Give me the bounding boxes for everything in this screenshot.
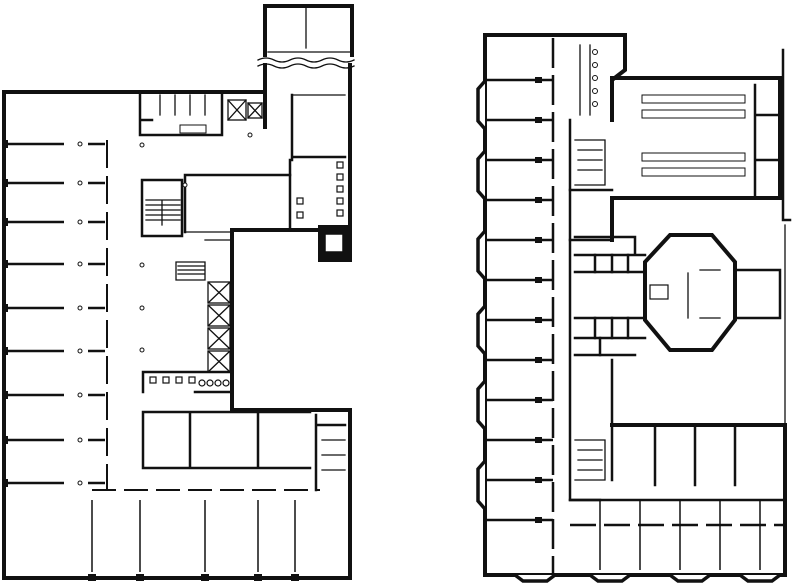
column-marker: [77, 480, 83, 486]
pier: [535, 117, 542, 123]
elevator-bank: [207, 281, 231, 373]
bay-window: [476, 149, 487, 201]
column-marker: [77, 261, 83, 267]
pier: [535, 517, 542, 523]
pier: [136, 574, 144, 581]
bay-window: [476, 304, 487, 356]
bay-window: [588, 573, 632, 583]
column-marker: [247, 132, 253, 138]
bay-window: [476, 459, 487, 511]
column-marker: [77, 392, 83, 398]
column-marker: [77, 348, 83, 354]
pier: [535, 237, 542, 243]
column-marker: [77, 305, 83, 311]
pier: [535, 437, 542, 443]
pier: [535, 77, 542, 83]
pier: [2, 479, 8, 487]
pier: [535, 157, 542, 163]
pier: [535, 277, 542, 283]
column-marker: [139, 347, 145, 353]
pier: [201, 574, 209, 581]
pier: [535, 197, 542, 203]
bay-window: [476, 379, 487, 431]
pier: [2, 304, 8, 312]
pier: [2, 260, 8, 268]
pier: [2, 140, 8, 148]
pier: [2, 179, 8, 187]
pier: [2, 436, 8, 444]
octagonal-hall: [573, 233, 782, 357]
bay-window: [738, 573, 782, 583]
column-marker: [182, 182, 188, 188]
pier: [535, 397, 542, 403]
bay-window: [513, 573, 557, 583]
bay-window: [476, 79, 487, 131]
column-marker: [77, 180, 83, 186]
pier: [535, 357, 542, 363]
bottom-office-block: [568, 423, 787, 502]
pier: [535, 317, 542, 323]
pier: [2, 218, 8, 226]
right-floor-plan: [476, 33, 792, 583]
left-plan-core: [140, 173, 347, 492]
left-plan-outer-walls: [2, 4, 355, 580]
pier: [2, 391, 8, 399]
column-marker: [139, 262, 145, 268]
pier: [254, 574, 262, 581]
column-marker: [77, 437, 83, 443]
right-plan-bay-windows: [476, 79, 782, 583]
pier: [2, 347, 8, 355]
pier: [291, 574, 299, 581]
right-plan-room-partitions: [487, 38, 785, 575]
column-marker: [139, 142, 145, 148]
bay-window: [476, 229, 487, 281]
left-plan-top-rooms: [138, 90, 347, 232]
pier: [88, 574, 96, 581]
right-plan-corridor: [568, 118, 614, 502]
column-marker: [139, 305, 145, 311]
left-plan-office-partitions: [2, 132, 320, 581]
column-marker: [77, 219, 83, 225]
assembly-room-seating: [579, 44, 780, 197]
right-plan-outer-walls: [483, 33, 792, 577]
pier: [535, 477, 542, 483]
column-marker: [77, 141, 83, 147]
bay-window: [668, 573, 712, 583]
left-floor-plan: [2, 4, 355, 581]
